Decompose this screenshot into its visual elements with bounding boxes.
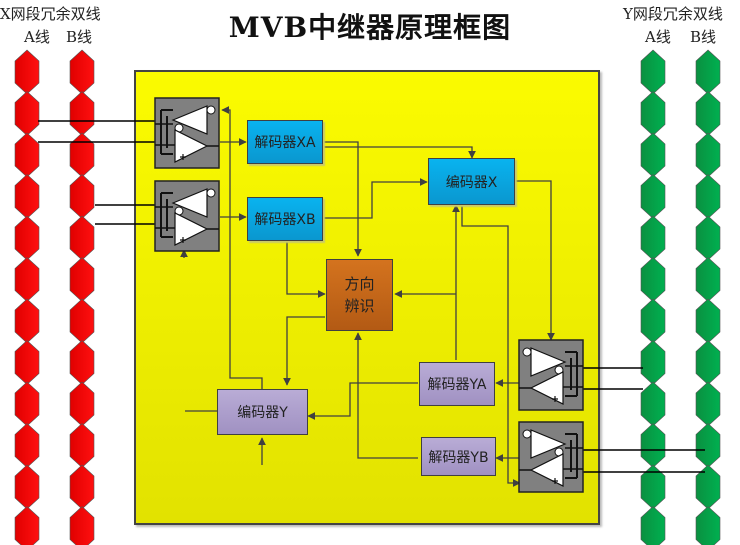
bus-bead — [69, 464, 95, 510]
bus-bead — [69, 174, 95, 219]
bus-bead — [69, 49, 95, 95]
bus-bead — [640, 423, 666, 468]
y-bus-b-label: B线 — [690, 28, 717, 46]
decoder-ya-label: 解码器YA — [427, 377, 487, 393]
bus-bead — [14, 215, 40, 261]
direction-label-1: 方向 — [344, 275, 375, 293]
bus-bead — [695, 174, 721, 219]
encoder-y-block: 编码器Y — [217, 389, 308, 435]
bus-bead — [695, 257, 721, 302]
transceiver-ya — [518, 339, 584, 411]
bus-bead — [14, 49, 40, 95]
diagram-title: MVB中继器原理框图 — [228, 11, 512, 44]
wire-ency-tx — [221, 106, 263, 390]
y-bus-header: Y网段冗余双线 — [623, 5, 723, 23]
bus-bead — [695, 298, 721, 344]
y-bus-line-b — [695, 49, 721, 545]
bus-bead — [14, 506, 40, 545]
wire-decxb-dir — [286, 240, 326, 298]
decoder-xb-block: 解码器XB — [247, 197, 323, 241]
bus-bead — [695, 340, 721, 385]
bus-bead — [695, 423, 721, 468]
wire-decya-ency — [307, 382, 418, 420]
x-bus-line-b — [69, 49, 95, 545]
bus-bead — [69, 91, 95, 136]
bus-bead — [695, 381, 721, 427]
wire-decxa-dir — [323, 141, 362, 257]
bus-bead — [640, 215, 666, 261]
bus-bead — [640, 91, 666, 136]
bus-bead — [14, 257, 40, 302]
transceiver-yb — [518, 421, 584, 493]
decoder-ya-block: 解码器YA — [419, 362, 495, 406]
bus-bead — [69, 340, 95, 385]
bus-bead — [14, 174, 40, 219]
decoder-yb-label: 解码器YB — [428, 449, 489, 466]
bus-bead — [695, 49, 721, 95]
bus-bead — [14, 91, 40, 136]
y-bus-a-label: A线 — [645, 28, 671, 46]
bus-bead — [640, 340, 666, 385]
bus-bead — [640, 381, 666, 427]
decoder-xa-block: 解码器XA — [247, 120, 323, 164]
bus-bead — [14, 340, 40, 385]
bus-bead — [14, 132, 40, 178]
wire-decyb-dir — [354, 332, 418, 459]
bus-bead — [14, 464, 40, 510]
bus-bead — [69, 215, 95, 261]
y-bus-wires — [582, 367, 705, 473]
transceiver-xa — [154, 97, 220, 169]
wire-dir-ency — [283, 316, 325, 386]
wire-encx-tyb — [461, 205, 521, 487]
x-bus-line-a — [14, 49, 40, 545]
wire-decxa-encx — [323, 146, 476, 159]
bus-bead — [695, 215, 721, 261]
decoder-xb-label: 解码器XB — [254, 212, 316, 228]
x-bus-header: X网段冗余双线 — [0, 5, 101, 23]
bus-bead — [640, 49, 666, 95]
bus-bead — [695, 132, 721, 178]
x-bus-wires — [38, 120, 155, 225]
wire-decxb-encx — [323, 178, 428, 219]
x-bus-b-label: B线 — [66, 28, 93, 46]
direction-detect-block: 方向 辨识 — [326, 259, 393, 331]
bus-bead — [69, 298, 95, 344]
direction-label-2: 辨识 — [344, 297, 375, 315]
bus-bead — [695, 91, 721, 136]
bus-bead — [695, 506, 721, 545]
bus-bead — [14, 423, 40, 468]
x-bus-a-label: A线 — [24, 28, 50, 46]
bus-bead — [640, 174, 666, 219]
bus-bead — [640, 257, 666, 302]
decoder-xa-label: 解码器XA — [254, 135, 316, 151]
y-bus-line-a — [640, 49, 666, 545]
decoder-yb-block: 解码器YB — [421, 437, 496, 476]
bus-bead — [69, 257, 95, 302]
bus-bead — [640, 132, 666, 178]
encoder-x-block: 编码器X — [428, 158, 515, 205]
encoder-y-label: 编码器Y — [237, 405, 288, 421]
bus-bead — [69, 381, 95, 427]
transceiver-xb — [154, 180, 220, 252]
bus-bead — [640, 298, 666, 344]
bus-bead — [14, 381, 40, 427]
bus-bead — [640, 506, 666, 545]
wire-encx-tya — [515, 180, 555, 341]
encoder-x-label: 编码器X — [445, 174, 498, 191]
bus-bead — [69, 423, 95, 468]
bus-bead — [14, 298, 40, 344]
bus-bead — [69, 132, 95, 178]
bus-bead — [69, 506, 95, 545]
